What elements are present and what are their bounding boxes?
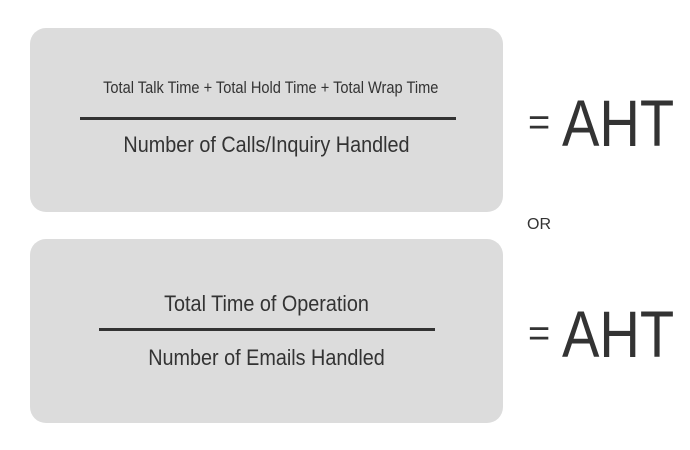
- equals-sign: =: [528, 313, 551, 355]
- formula-card-calls: Total Talk Time + Total Hold Time + Tota…: [30, 28, 503, 212]
- formula-denominator: Number of Emails Handled: [148, 345, 385, 370]
- fraction-bar: [99, 328, 435, 331]
- or-separator: OR: [527, 216, 551, 233]
- formula-card-emails: Total Time of Operation Number of Emails…: [30, 239, 503, 423]
- formula-result-emails: =AHT: [528, 301, 690, 367]
- result-acronym: AHT: [562, 297, 675, 371]
- equals-sign: =: [528, 102, 551, 144]
- formula-numerator: Total Time of Operation: [164, 291, 369, 316]
- formula-denominator: Number of Calls/Inquiry Handled: [123, 132, 410, 157]
- formula-numerator: Total Talk Time + Total Hold Time + Tota…: [103, 78, 439, 97]
- result-acronym: AHT: [562, 86, 675, 160]
- formula-result-calls: =AHT: [528, 90, 690, 156]
- fraction-bar: [80, 117, 456, 120]
